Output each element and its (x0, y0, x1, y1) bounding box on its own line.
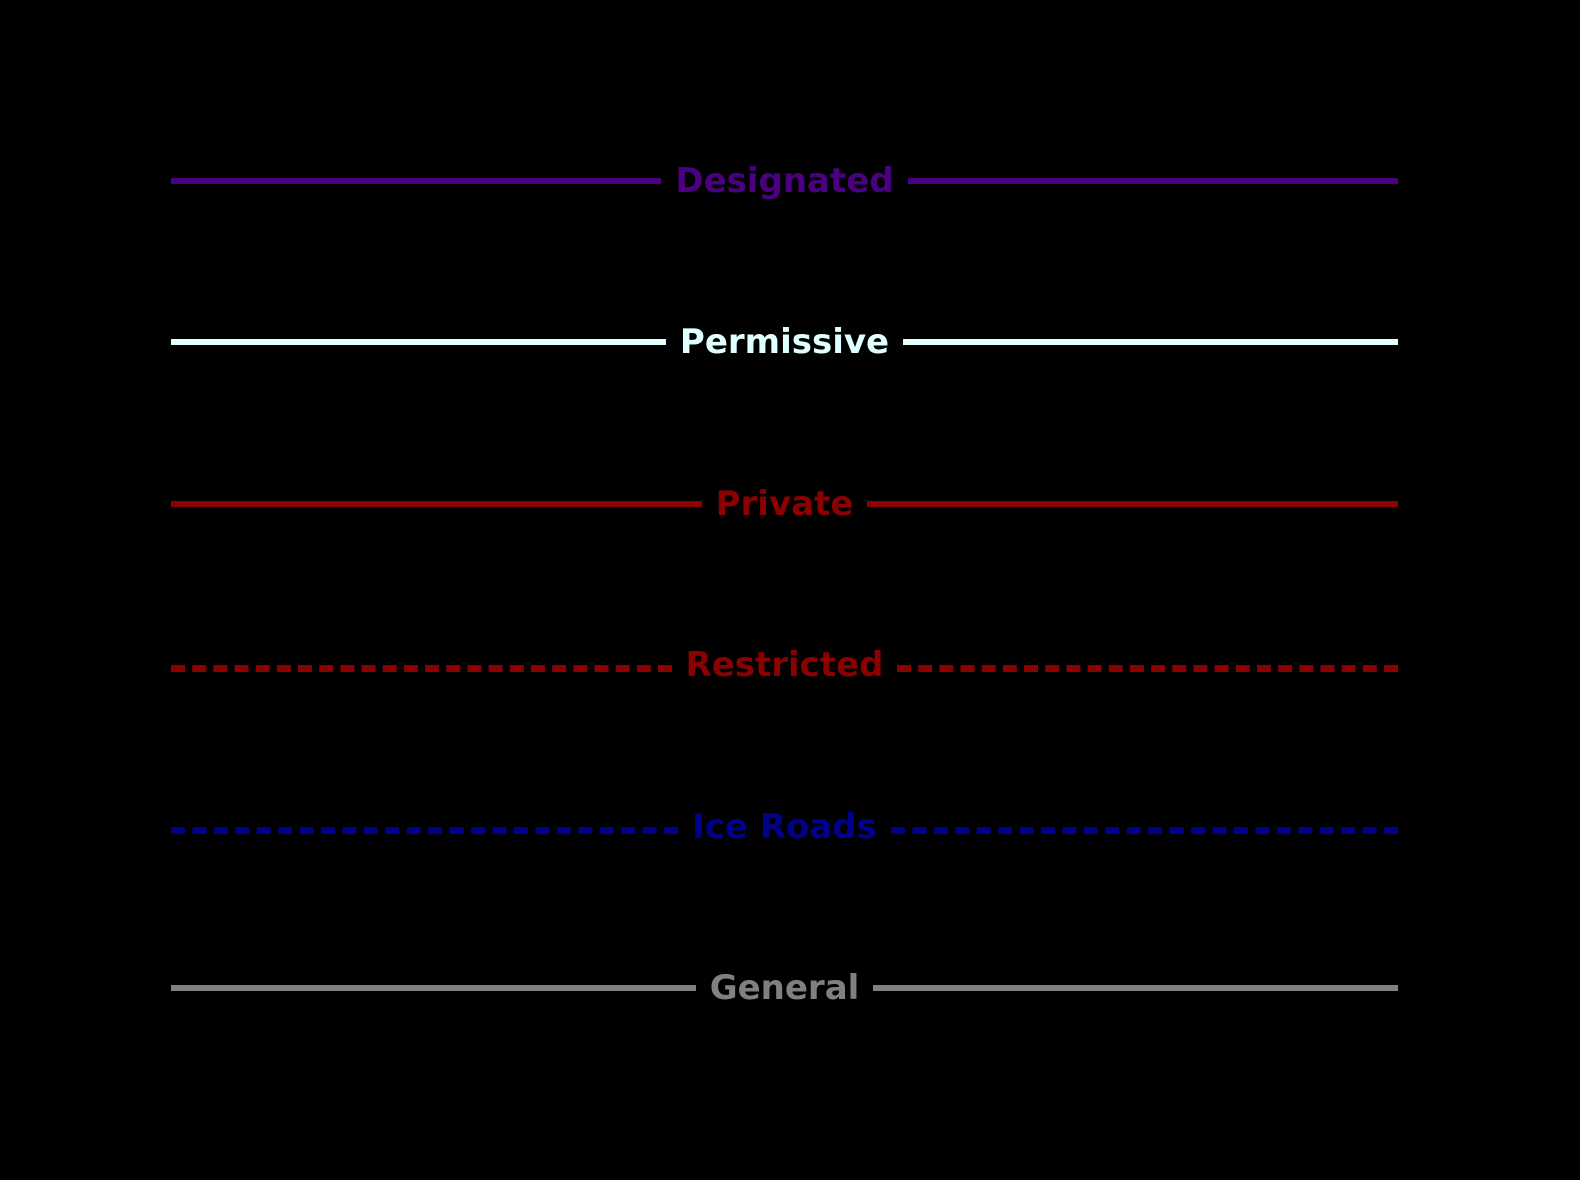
legend-line-stroke (873, 985, 1399, 991)
legend-line-stroke (171, 665, 672, 672)
legend-line-stroke (890, 827, 1399, 834)
legend-line-stroke (171, 985, 696, 991)
legend-item-label: Restricted (685, 645, 884, 685)
legend-item-label: Designated (675, 161, 894, 201)
legend-item-label: Permissive (679, 322, 890, 362)
legend-item-label: Ice Roads (692, 807, 877, 847)
legend-line-stroke (867, 501, 1399, 507)
legend-item-general: General (171, 960, 1399, 1016)
legend-item-designated: Designated (171, 153, 1398, 209)
legend-line-stroke (171, 827, 679, 834)
legend-line-stroke (171, 501, 702, 507)
legend-line-stroke (903, 339, 1398, 345)
legend-item-label: General (709, 968, 860, 1008)
legend-item-label: Private (715, 484, 854, 524)
legend-line-stroke (171, 178, 662, 184)
legend-line-stroke (171, 339, 666, 345)
legend-item-private: Private (171, 476, 1399, 532)
legend-item-ice-roads: Ice Roads (171, 799, 1399, 855)
legend-line-stroke (907, 178, 1398, 184)
legend-item-permissive: Permissive (171, 314, 1398, 370)
legend-item-restricted: Restricted (171, 637, 1398, 693)
legend-line-stroke (897, 665, 1398, 672)
